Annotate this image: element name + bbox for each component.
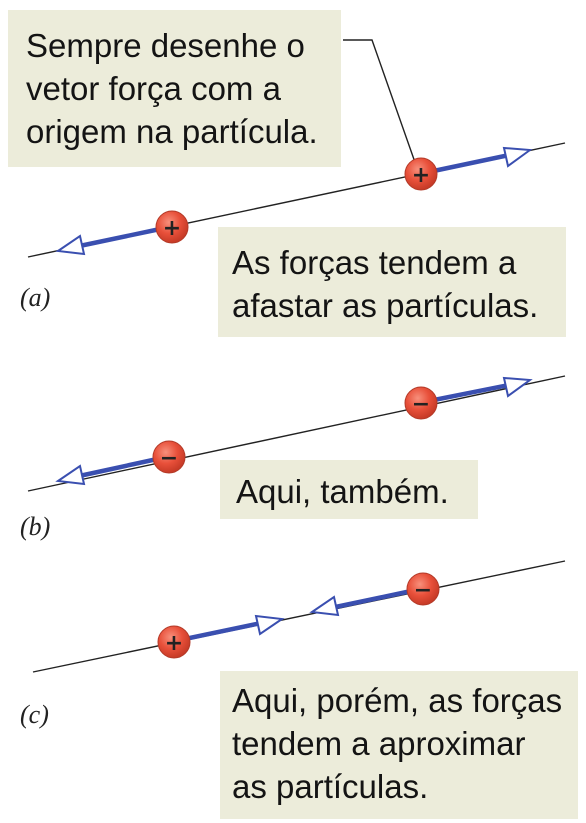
- force-arrow-a-left: [69, 225, 166, 251]
- panel-label-b: (b): [20, 512, 51, 541]
- arrowhead-c-right: [309, 595, 340, 617]
- arrowhead-b-left: [55, 464, 86, 486]
- charge-sign-c-right: −: [414, 578, 432, 603]
- charge-a-right: +: [404, 157, 438, 191]
- panel-label-c: (c): [20, 700, 49, 729]
- charge-sign-b-right: −: [412, 392, 430, 417]
- charge-sign-a-right: +: [412, 163, 430, 188]
- force-arrow-b-left: [69, 455, 163, 481]
- charge-c-right: −: [406, 572, 440, 606]
- note-panel-b: Aqui, também.: [220, 460, 478, 519]
- note-panel-b-line-1: Aqui, também.: [236, 473, 449, 510]
- note-panel-c-line-2: tendem a aproximar: [232, 725, 526, 762]
- note-tail-rule: Sempre desenhe o vetor força com a orige…: [8, 10, 341, 167]
- note-panel-a: As forças tendem a afastar as partículas…: [218, 227, 566, 337]
- note-panel-a-line-2: afastar as partículas.: [232, 287, 539, 324]
- panel-b: − −: [27, 375, 566, 492]
- charge-sign-b-left: −: [160, 446, 178, 471]
- note-panel-c-line-1: Aqui, porém, as forças: [232, 682, 563, 719]
- force-arrow-c-right: [325, 587, 417, 612]
- charge-c-left: +: [157, 625, 191, 659]
- charge-sign-a-left: +: [163, 216, 181, 241]
- note-tail-rule-line-1: Sempre desenhe o: [26, 27, 305, 64]
- force-arrow-a-right: [423, 151, 515, 176]
- charge-sign-c-left: +: [165, 631, 183, 656]
- panel-a: + +: [27, 39, 566, 258]
- arrowhead-b-right: [502, 376, 533, 398]
- note-tail-rule-line-3: origem na partícula.: [26, 113, 318, 150]
- force-arrow-c-left: [179, 619, 267, 643]
- note-panel-c: Aqui, porém, as forças tendem a aproxima…: [220, 671, 578, 819]
- panel-c: + −: [32, 560, 566, 673]
- arrowhead-a-right: [502, 146, 533, 168]
- arrowhead-a-left: [55, 234, 86, 256]
- charge-b-left: −: [152, 440, 186, 474]
- note-panel-a-line-1: As forças tendem a: [232, 244, 517, 281]
- note-panel-c-line-3: as partículas.: [232, 768, 429, 805]
- panel-label-a: (a): [20, 283, 51, 312]
- note-tail-rule-line-2: vetor força com a: [26, 70, 281, 107]
- charge-b-right: −: [404, 386, 438, 420]
- charge-a-left: +: [155, 210, 189, 244]
- leader-line: [343, 39, 418, 169]
- force-arrow-b-right: [423, 381, 515, 405]
- arrowhead-c-left: [254, 614, 285, 636]
- axis-line-b: [27, 375, 566, 492]
- axis-line-c: [32, 560, 566, 673]
